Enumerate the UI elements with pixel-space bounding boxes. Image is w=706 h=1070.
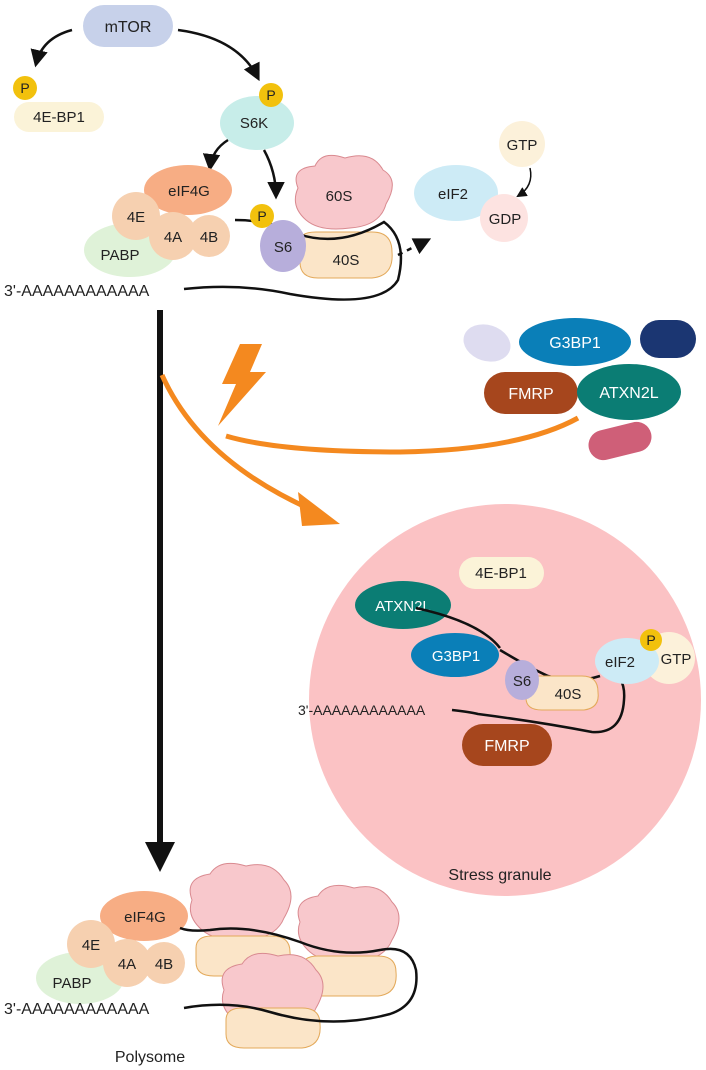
stress-granule-label: Stress granule: [448, 867, 551, 884]
polya-tail-top: 3'-AAAAAAAAAAAA: [4, 283, 150, 300]
svg-text:40S: 40S: [333, 252, 360, 269]
arrow-mtor-to-s6k: [177, 28, 260, 82]
eif4e-node: 4E: [112, 192, 160, 240]
svg-text:PABP: PABP: [101, 247, 140, 264]
fourebp1-node: 4E-BP1: [14, 102, 104, 132]
arrow-ribosome-to-eif2: [397, 238, 432, 257]
sg-polya-tail: 3'-AAAAAAAAAAAA: [298, 702, 426, 718]
svg-text:S6: S6: [513, 673, 531, 690]
navy-protein: [640, 320, 696, 358]
eif4a-node: 4A: [149, 212, 197, 260]
g3bp1-free: G3BP1: [519, 318, 631, 366]
svg-text:4E-BP1: 4E-BP1: [33, 109, 85, 126]
sg-fmrp: FMRP: [462, 724, 552, 766]
svg-text:FMRP: FMRP: [484, 738, 529, 755]
arrow-s6k-to-eif4g: [202, 138, 229, 172]
poly-ribosome-3: [221, 952, 324, 1049]
svg-text:GTP: GTP: [661, 651, 692, 668]
svg-text:60S: 60S: [326, 188, 353, 205]
svg-text:S6: S6: [274, 239, 292, 256]
eif2-node-top: eIF2: [414, 165, 498, 221]
sg-s6: S6: [505, 660, 539, 700]
ribosome-40s: 40S: [299, 231, 393, 279]
svg-text:ATXN2L: ATXN2L: [599, 385, 658, 402]
sg-atxn2l: ATXN2L: [355, 581, 451, 629]
eif4g-node: eIF4G: [144, 165, 232, 215]
main-down-arrow-head: [145, 842, 175, 872]
sg-mrna-link: [415, 606, 501, 649]
svg-text:eIF4G: eIF4G: [124, 909, 166, 926]
sg-eif2: eIF2: [595, 638, 659, 684]
phospho-4ebp1: P: [13, 76, 37, 100]
svg-text:4B: 4B: [200, 229, 218, 246]
svg-text:40S: 40S: [555, 686, 582, 703]
atxn2l-free: ATXN2L: [577, 364, 681, 420]
fmrp-free: FMRP: [484, 372, 578, 414]
svg-text:P: P: [646, 632, 655, 648]
svg-text:PABP: PABP: [53, 975, 92, 992]
poly-ribosome-2: [297, 884, 400, 997]
svg-text:eIF4G: eIF4G: [168, 183, 210, 200]
svg-text:ATXN2L: ATXN2L: [375, 598, 431, 615]
svg-text:eIF2: eIF2: [438, 186, 468, 203]
svg-text:P: P: [257, 208, 266, 224]
arrow-gtp-to-gdp: [516, 167, 532, 198]
gdp-node: GDP: [480, 194, 528, 242]
svg-text:4E: 4E: [82, 937, 100, 954]
s6-node: S6: [260, 220, 306, 272]
svg-text:P: P: [20, 80, 29, 96]
poly-eif4a: 4A: [103, 939, 151, 987]
svg-text:G3BP1: G3BP1: [432, 648, 480, 665]
gtp-node-top: GTP: [499, 121, 545, 167]
rose-protein: [588, 421, 652, 461]
stress-arrowhead: [298, 492, 340, 526]
svg-text:4A: 4A: [164, 229, 182, 246]
svg-text:S6K: S6K: [240, 115, 268, 132]
poly-eif4b: 4B: [143, 942, 185, 984]
sg-phospho: P: [640, 629, 662, 651]
polya-tail-polysome: 3'-AAAAAAAAAAAA: [4, 1001, 150, 1018]
svg-text:4E: 4E: [127, 209, 145, 226]
poly-eif4g: eIF4G: [100, 891, 188, 941]
polysome-label: Polysome: [115, 1049, 185, 1066]
phospho-s6: P: [250, 204, 274, 228]
svg-text:G3BP1: G3BP1: [549, 335, 601, 352]
svg-text:4A: 4A: [118, 956, 136, 973]
eif4b-node: 4B: [188, 215, 230, 257]
mtor-node: mTOR: [83, 5, 173, 47]
svg-text:eIF2: eIF2: [605, 654, 635, 671]
svg-text:4B: 4B: [155, 956, 173, 973]
s6k-node: S6K: [220, 96, 294, 150]
polysome-mrna-strand: [179, 926, 418, 1023]
poly-eif4e: 4E: [67, 920, 115, 968]
svg-text:GDP: GDP: [489, 211, 522, 228]
sg-fourebp1: 4E-BP1: [459, 557, 544, 589]
svg-text:4E-BP1: 4E-BP1: [475, 565, 527, 582]
lightning-icon: [218, 344, 266, 426]
stress-curve-to-granule: [159, 373, 314, 513]
svg-text:FMRP: FMRP: [508, 386, 553, 403]
svg-text:P: P: [266, 87, 275, 103]
stress-curve-from-proteins: [225, 415, 580, 455]
sg-40s: 40S: [525, 675, 599, 711]
lavender-protein: [463, 324, 511, 362]
svg-text:mTOR: mTOR: [105, 19, 152, 36]
arrow-s6k-to-s6: [262, 149, 285, 200]
ribosome-60s: 60S: [294, 154, 393, 230]
phospho-s6k: P: [259, 83, 283, 107]
svg-text:GTP: GTP: [507, 137, 538, 154]
arrow-mtor-to-4ebp1: [30, 28, 73, 68]
sg-g3bp1: G3BP1: [411, 633, 499, 677]
